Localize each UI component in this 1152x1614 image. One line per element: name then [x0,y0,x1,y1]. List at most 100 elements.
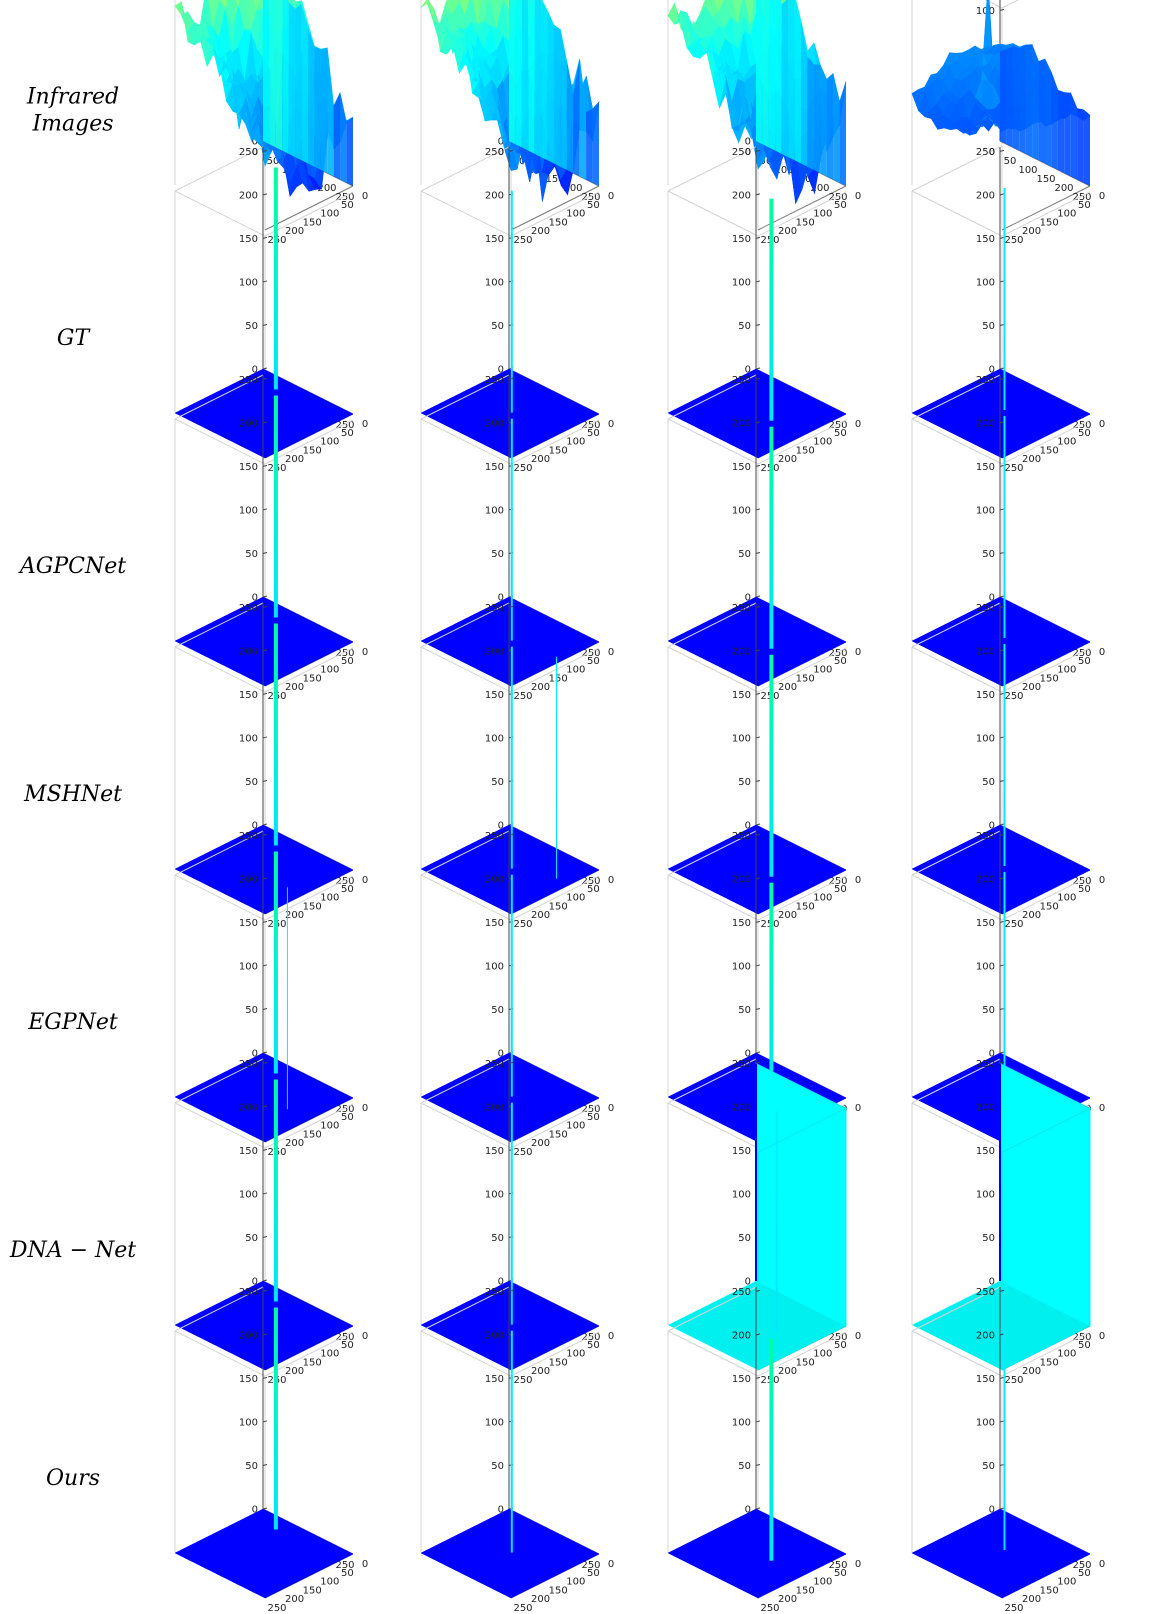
surface-panel: 0501001502002500501001502002500501001502… [174,374,368,702]
z-tick-label: 200 [485,646,504,657]
box-line [1001,191,1091,237]
y-tick-label: 50 [341,200,354,211]
x-tick-label: 100 [1018,165,1037,176]
z-tick-label: 50 [738,1005,751,1016]
y-tick-label: 150 [549,1129,568,1140]
surface-panel: 0501001502002500501001502002500501001502… [667,1286,861,1614]
x-tick-label: 250 [335,648,354,659]
row-label-line: AGPCNet [18,554,126,579]
y-tick-label: 50 [1078,656,1091,667]
z-tick-label: 100 [239,1417,258,1428]
box-line [420,1286,510,1332]
y-tick-label: 0 [362,1559,368,1570]
y-tick-label: 50 [834,1340,847,1351]
y-tick-label: 0 [1099,647,1105,658]
target-spike [769,426,774,649]
z-tick-label: 250 [732,147,751,158]
z-tick-label: 100 [239,733,258,744]
z-tick-label: 150 [239,462,258,473]
z-tick-label: 200 [485,1102,504,1113]
z-tick-label: 250 [485,831,504,842]
z-tick [999,1061,1005,1064]
box-line [174,1286,264,1332]
z-tick [508,1289,514,1292]
z-tick-label: 150 [976,1146,995,1157]
z-tick-label: 50 [982,1461,995,1472]
z-tick-label: 150 [976,234,995,245]
y-tick-label: 250 [513,1603,532,1614]
z-tick-label: 50 [738,549,751,560]
y-tick-label: 0 [608,647,614,658]
base-plane [174,596,354,687]
z-tick-label: 250 [732,375,751,386]
z-tick-label: 200 [485,874,504,885]
z-tick-label: 250 [732,1287,751,1298]
z-tick [999,1333,1005,1336]
surface-panel: 0501001502002500501001502002500501001502… [667,602,861,930]
y-tick-label: 150 [303,1357,322,1368]
y-tick-label: 50 [587,656,600,667]
terrain-skirt [1032,44,1039,161]
z-tick [262,193,268,196]
z-tick [755,323,761,326]
box-line [510,875,600,921]
y-tick-label: 150 [303,1129,322,1140]
row-label: Ours [46,1466,100,1491]
row-label-line: EGPNet [27,1010,118,1035]
base-plane [174,1052,354,1143]
target-spike [510,190,513,413]
z-tick-label: 250 [732,603,751,614]
terrain-skirt [768,0,776,151]
y-tick-label: 100 [320,1577,339,1588]
z-tick [999,605,1005,608]
y-tick-label: 200 [778,1366,797,1377]
z-tick-label: 100 [485,1189,504,1200]
z-tick-label: 150 [485,690,504,701]
z-tick [755,736,761,739]
y-tick-label: 200 [285,1594,304,1605]
z-tick-label: 100 [732,1417,751,1428]
box-line [911,146,1001,192]
terrain-skirt [820,64,827,177]
z-tick [262,964,268,967]
z-tick [755,193,761,196]
box-line [911,646,1003,693]
z-tick-label: 250 [976,147,995,158]
z-tick [262,877,268,880]
terrain-skirt [288,2,296,158]
surface-panel: 0501001502002500501001502002500501001502… [420,374,614,702]
box-line [174,1058,264,1104]
y-tick-label: 50 [341,884,354,895]
z-tick-label: 50 [982,1233,995,1244]
z-tick-label: 0 [498,137,504,148]
z-tick-label: 250 [485,147,504,158]
y-tick-label: 100 [1057,1577,1076,1588]
z-tick-label: 100 [239,1189,258,1200]
z-tick [999,920,1005,923]
z-tick [755,1289,761,1292]
y-tick-label: 200 [531,1138,550,1149]
y-tick-label: 200 [285,910,304,921]
x-tick-label: 250 [828,192,847,203]
target-spike [510,418,513,641]
z-tick-label: 150 [976,462,995,473]
y-tick-label: 0 [855,191,861,202]
surface-panel: 0501001502002500501001502002500501001502… [174,830,368,1158]
z-tick [999,877,1005,880]
y-tick-label: 100 [566,437,585,448]
y-tick-label: 250 [513,1375,532,1386]
box-line [667,418,759,465]
x-tick-label: 250 [581,1332,600,1343]
terrain-skirt [1077,108,1084,183]
y-tick-label: 250 [513,235,532,246]
z-tick [755,464,761,467]
x-tick-label: 250 [581,420,600,431]
y-tick-label: 100 [320,437,339,448]
surface-panel: 0501001502002500501001502002500501001502… [667,1058,861,1386]
y-tick-label: 250 [1004,1375,1023,1386]
z-tick [755,280,761,283]
y-axis [1001,185,1091,231]
z-tick-label: 250 [239,147,258,158]
box-line [1001,875,1091,921]
z-tick-label: 150 [732,234,751,245]
